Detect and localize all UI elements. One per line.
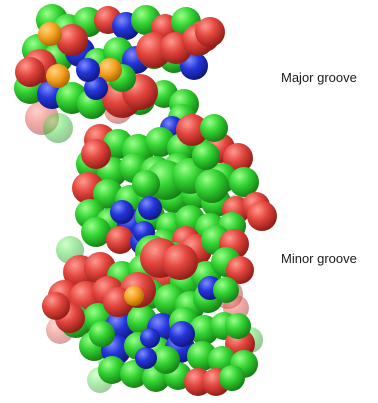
nitrogen-atom	[110, 200, 134, 224]
oxygen-atom	[81, 139, 111, 169]
phosphorus-atom	[46, 64, 70, 88]
carbon-atom	[43, 113, 73, 143]
carbon-atom	[132, 170, 160, 198]
carbon-atom	[229, 167, 259, 197]
atom-spheres	[14, 4, 277, 396]
carbon-atom	[213, 277, 239, 303]
minor-groove-label: Minor groove	[281, 251, 357, 266]
oxygen-atom	[247, 201, 277, 231]
oxygen-atom	[195, 17, 225, 47]
nitrogen-atom	[84, 76, 108, 100]
carbon-atom	[225, 313, 251, 339]
nitrogen-atom	[135, 347, 157, 369]
oxygen-atom	[42, 292, 70, 320]
carbon-atom	[152, 346, 180, 374]
carbon-atom	[200, 114, 228, 142]
nitrogen-atom	[140, 328, 160, 348]
oxygen-atom	[106, 226, 134, 254]
oxygen-atom	[176, 114, 208, 146]
oxygen-atom	[226, 256, 254, 284]
oxygen-atom	[56, 24, 88, 56]
oxygen-atom	[162, 244, 198, 280]
phosphorus-atom	[98, 58, 122, 82]
carbon-atom	[89, 321, 115, 347]
carbon-atom	[219, 365, 245, 391]
carbon-atom	[98, 356, 126, 384]
phosphorus-atom	[124, 286, 144, 306]
nitrogen-atom	[76, 58, 100, 82]
oxygen-atom	[223, 143, 253, 173]
oxygen-atom	[15, 57, 45, 87]
major-groove-label: Major groove	[281, 70, 357, 85]
phosphorus-atom	[38, 22, 62, 46]
nitrogen-atom	[138, 196, 162, 220]
carbon-atom	[195, 169, 229, 203]
carbon-atom	[192, 142, 220, 170]
nitrogen-atom	[169, 321, 195, 347]
carbon-atom	[81, 217, 111, 247]
